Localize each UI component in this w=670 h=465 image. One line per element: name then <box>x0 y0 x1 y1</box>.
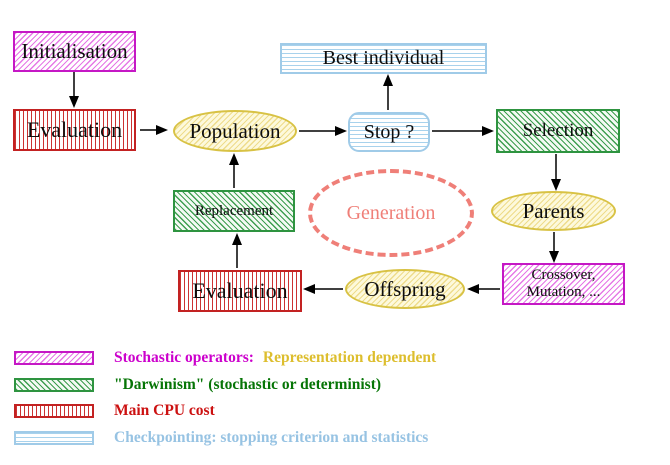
node-parents-label: Parents <box>522 198 585 223</box>
legend-swatch-magenta-hatch <box>14 351 94 365</box>
node-stop: Stop ? <box>348 112 430 152</box>
legend-label-representation-dependent: Representation dependent <box>262 349 437 366</box>
node-best-individual: Best individual <box>280 43 487 74</box>
legend-row-darwinism: "Darwinism" (stochastic or determinist) <box>14 375 381 395</box>
node-stop-label: Stop ? <box>363 120 415 143</box>
node-crossover-mutation: Crossover, Mutation, ... <box>502 263 625 305</box>
legend-swatch-green-hatch <box>14 378 94 392</box>
node-replacement-label: Replacement <box>194 202 274 219</box>
node-offspring: Offspring <box>345 269 465 309</box>
node-generation: Generation <box>308 169 474 257</box>
node-replacement: Replacement <box>173 190 295 232</box>
legend-label-main-cpu-cost: Main CPU cost <box>114 402 215 419</box>
legend-row-stochastic-operators: Stochastic operators: Representation dep… <box>14 348 436 368</box>
node-crossover-label-line1: Crossover, <box>531 267 596 283</box>
node-initialisation: Initialisation <box>13 31 136 72</box>
node-parents: Parents <box>491 191 616 231</box>
legend-label-darwinism: "Darwinism" (stochastic or determinist) <box>114 376 382 393</box>
node-population-label: Population <box>189 118 281 143</box>
legend-swatch-cyan-stripes <box>14 431 94 445</box>
node-evaluation-bottom-label: Evaluation <box>192 278 288 303</box>
node-best-individual-label: Best individual <box>322 47 445 69</box>
legend-label-checkpointing: Checkpointing: stopping criterion and st… <box>114 429 429 446</box>
node-evaluation-top-label: Evaluation <box>26 117 123 142</box>
node-evaluation-top: Evaluation <box>13 109 136 151</box>
legend-swatch-red-stripes <box>14 404 94 418</box>
node-generation-label: Generation <box>346 201 436 224</box>
legend-row-main-cpu-cost: Main CPU cost <box>14 401 215 421</box>
node-crossover-label-line2: Mutation, ... <box>526 284 601 300</box>
legend-row-checkpointing: Checkpointing: stopping criterion and st… <box>14 428 428 448</box>
node-initialisation-label: Initialisation <box>21 39 128 63</box>
legend-label-stochastic-operators: Stochastic operators: <box>114 349 254 366</box>
node-population: Population <box>173 110 297 152</box>
node-selection: Selection <box>496 109 620 153</box>
node-offspring-label: Offspring <box>364 276 446 301</box>
node-selection-label: Selection <box>522 120 594 141</box>
node-evaluation-bottom: Evaluation <box>178 270 302 312</box>
